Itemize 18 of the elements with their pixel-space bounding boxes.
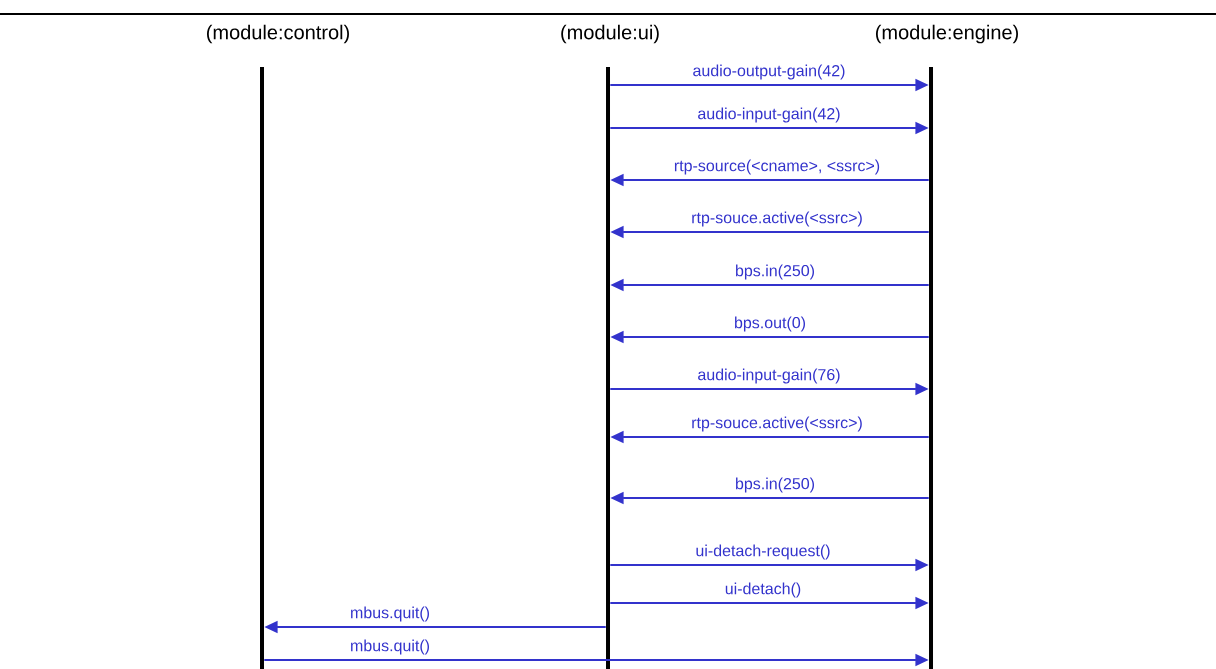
lifeline: (module:control) — [207, 24, 349, 669]
message-label: bps.in(250) — [734, 263, 816, 281]
node-label: (module:ui) — [561, 24, 659, 44]
message-label: mbus.quit() — [349, 638, 431, 656]
message-label: audio-input-gain(76) — [696, 367, 842, 385]
message-label: ui-detach() — [724, 581, 802, 599]
message-label: rtp-source(<cname>, <ssrc>) — [673, 158, 881, 176]
message-label: bps.out(0) — [733, 315, 807, 333]
message-label: rtp-souce.active(<ssrc>) — [690, 210, 864, 228]
message-label: audio-input-gain(42) — [696, 106, 842, 124]
node-label: (module:control) — [206, 24, 349, 44]
message-label: ui-detach-request() — [694, 543, 832, 561]
message-label: audio-output-gain(42) — [691, 63, 847, 81]
node-label: (module:engine) — [875, 24, 1018, 44]
message-label: mbus.quit() — [349, 605, 431, 623]
lifeline: (module:ui) — [561, 24, 659, 669]
message-label: bps.in(250) — [734, 476, 816, 494]
message-label: rtp-souce.active(<ssrc>) — [690, 415, 864, 433]
